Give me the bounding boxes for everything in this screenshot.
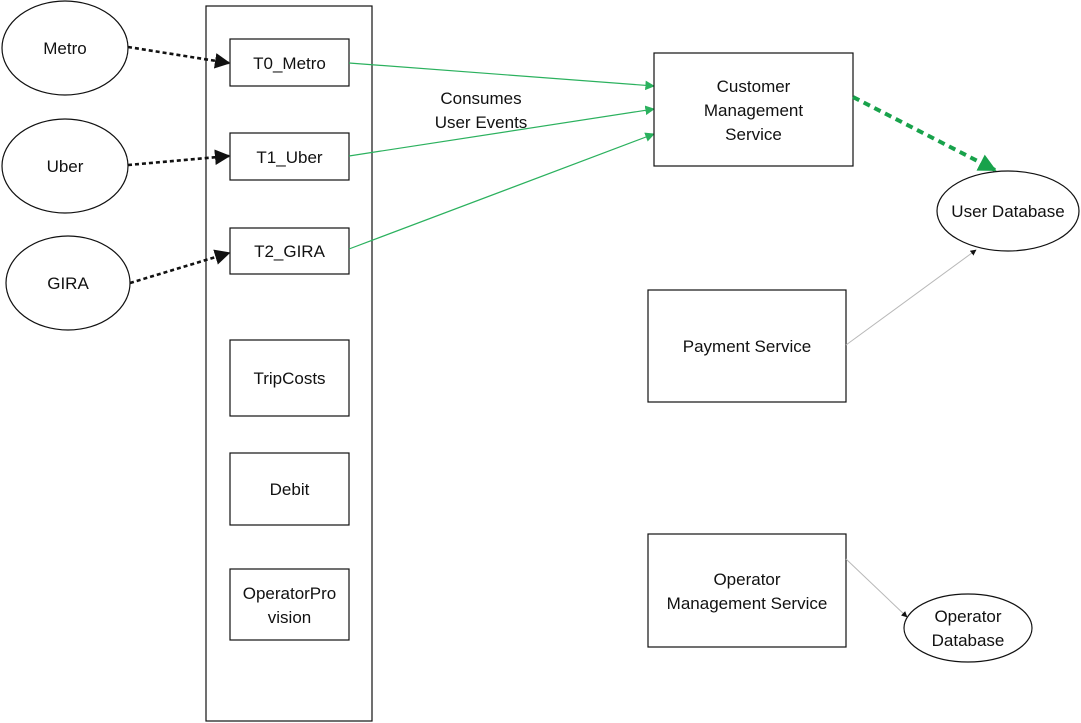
payment-service: Payment Service — [647, 289, 847, 403]
payment-service-label: Payment Service — [683, 337, 812, 356]
topic-operatorprovision-label-line1: OperatorPro — [243, 584, 337, 603]
payment-to-userdb-arrow — [845, 249, 977, 346]
operator-service-label-line2: Management Service — [667, 594, 828, 613]
customer-service-label-line1: Customer — [717, 77, 791, 96]
customer-to-userdb-arrow — [852, 95, 997, 172]
customer-management-service: Customer Management Service — [653, 52, 854, 167]
topic-debit: Debit — [229, 452, 350, 526]
source-uber-label: Uber — [47, 157, 84, 176]
operator-database-label-line2: Database — [932, 631, 1005, 650]
user-database-label: User Database — [951, 202, 1064, 221]
source-uber: Uber — [1, 118, 129, 214]
metro-to-t0-arrow — [127, 45, 231, 69]
operator-service-label-line1: Operator — [713, 570, 780, 589]
operator-database: Operator Database — [903, 593, 1033, 663]
customer-service-label-line3: Service — [725, 125, 782, 144]
customer-service-label-line2: Management — [704, 101, 804, 120]
edge-label-line2: User Events — [435, 113, 528, 132]
t1-to-customer-arrow — [348, 105, 655, 157]
topic-tripcosts: TripCosts — [229, 339, 350, 417]
t0-to-customer-arrow — [348, 62, 655, 91]
topic-t1-uber: T1_Uber — [229, 132, 350, 181]
user-database: User Database — [936, 170, 1080, 252]
t2-to-customer-arrow — [348, 132, 655, 250]
source-metro-label: Metro — [43, 39, 86, 58]
edge-label-line1: Consumes — [440, 89, 521, 108]
operator-to-operatordb-arrow — [845, 558, 908, 618]
operator-database-label-line1: Operator — [934, 607, 1001, 626]
topic-t2-label: T2_GIRA — [254, 242, 326, 261]
topic-tripcosts-label: TripCosts — [253, 369, 325, 388]
source-gira-label: GIRA — [47, 274, 89, 293]
topic-debit-label: Debit — [270, 480, 310, 499]
source-metro: Metro — [1, 0, 129, 96]
gira-to-t2-arrow — [129, 249, 231, 285]
topic-t0-label: T0_Metro — [253, 54, 326, 73]
topic-operatorprovision: OperatorPro vision — [229, 568, 350, 641]
topic-t0-metro: T0_Metro — [229, 38, 350, 87]
operator-management-service: Operator Management Service — [647, 533, 847, 648]
source-gira: GIRA — [5, 235, 131, 331]
topic-t1-label: T1_Uber — [256, 148, 322, 167]
topic-t2-gira: T2_GIRA — [229, 227, 350, 275]
uber-to-t1-arrow — [127, 149, 231, 167]
topic-operatorprovision-label-line2: vision — [268, 608, 311, 627]
